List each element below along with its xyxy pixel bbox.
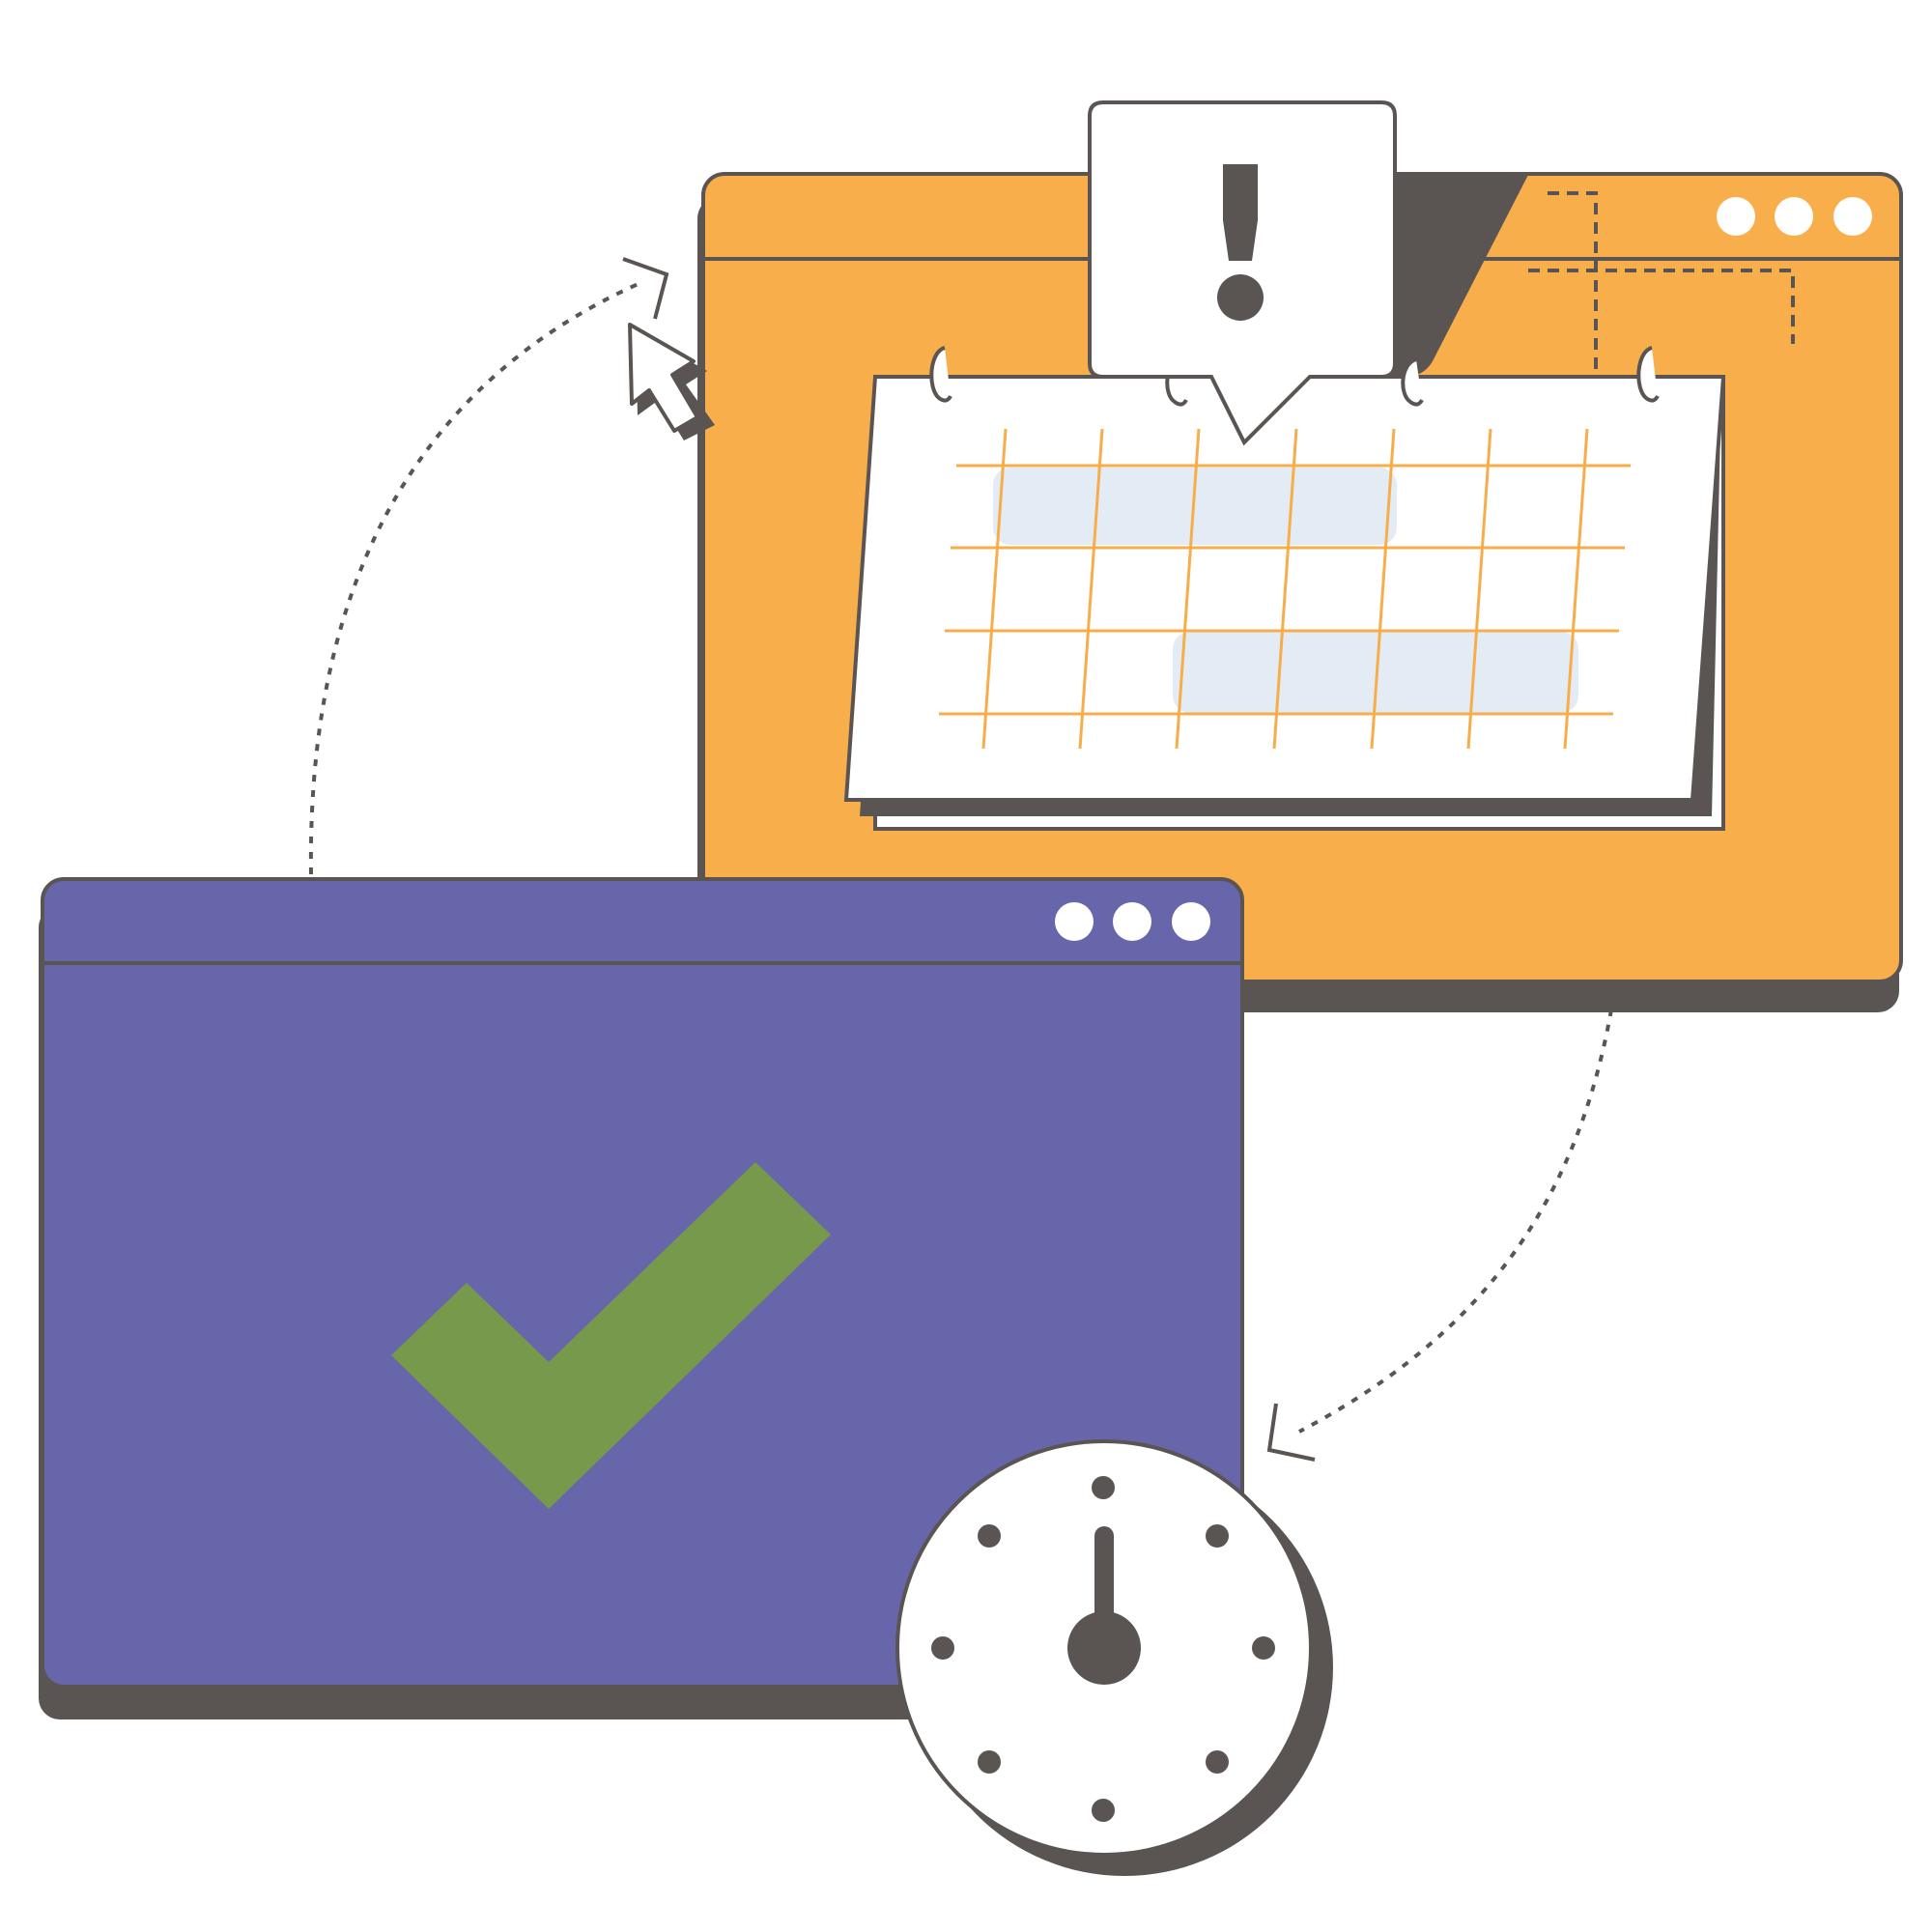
calendar-icon [843, 346, 1726, 831]
calendar-binder-rings [929, 346, 1660, 407]
calendar-grid-col-4 [1272, 428, 1298, 750]
clock-marker-9 [931, 1636, 954, 1660]
clock-marker-4-30 [1206, 1750, 1229, 1774]
sync-arrow-bottom-right [1298, 1009, 1613, 1434]
calendar-grid [939, 428, 1631, 750]
sync-arrow-top-left [308, 280, 643, 875]
calendar-grid-col-3 [1175, 428, 1201, 750]
alert-exclamation-dot [1217, 274, 1264, 321]
sync-arrow-bottom-right-head [1266, 1403, 1316, 1462]
clock-marker-12 [1092, 1476, 1115, 1499]
clock-marker-7-30 [978, 1750, 1001, 1774]
clock-center-pin [1067, 1611, 1141, 1685]
calendar-grid-col-7 [1563, 428, 1589, 750]
schedule-window-control-dot-2[interactable] [1775, 197, 1813, 236]
alert-exclamation-bar [1223, 164, 1258, 261]
dashed-guide-horizontal [1528, 269, 1795, 344]
schedule-window-control-dot-3[interactable] [1833, 197, 1872, 236]
schedule-window-control-dot-1[interactable] [1717, 197, 1755, 236]
sync-arrow-top-left-head [622, 257, 669, 320]
confirmation-window-control-dot-2[interactable] [1113, 902, 1151, 941]
sync-arrows-icon [308, 257, 1613, 1462]
alert-exclamation-icon [1088, 100, 1397, 446]
alert-bubble [1088, 100, 1397, 446]
clock-icon [895, 1439, 1333, 1876]
clock-hour-markers [931, 1476, 1275, 1822]
confirmation-window [39, 877, 1244, 1719]
binder-ring-4 [1636, 346, 1660, 403]
clock-marker-6 [1092, 1799, 1115, 1822]
clock-marker-1-30 [1206, 1524, 1229, 1548]
cursor-arrow-icon [628, 323, 715, 440]
confirmation-window-control-dot-1[interactable] [1055, 902, 1094, 941]
calendar-grid-col-1 [981, 428, 1008, 750]
cursor-arrow-body [628, 323, 699, 433]
schedule-window-dark-banner [1391, 175, 1528, 377]
confirmation-window-control-dot-3[interactable] [1172, 902, 1210, 941]
calendar-grid-col-2 [1078, 428, 1104, 750]
checkmark-icon [391, 1162, 831, 1509]
clock-marker-10-30 [978, 1524, 1001, 1548]
binder-ring-1 [929, 346, 952, 403]
calendar-highlight-week-1 [993, 468, 1397, 545]
calendar-grid-col-6 [1466, 428, 1492, 750]
clock-marker-3 [1252, 1636, 1275, 1660]
calendar-grid-col-5 [1370, 428, 1396, 750]
binder-ring-3 [1401, 357, 1424, 407]
